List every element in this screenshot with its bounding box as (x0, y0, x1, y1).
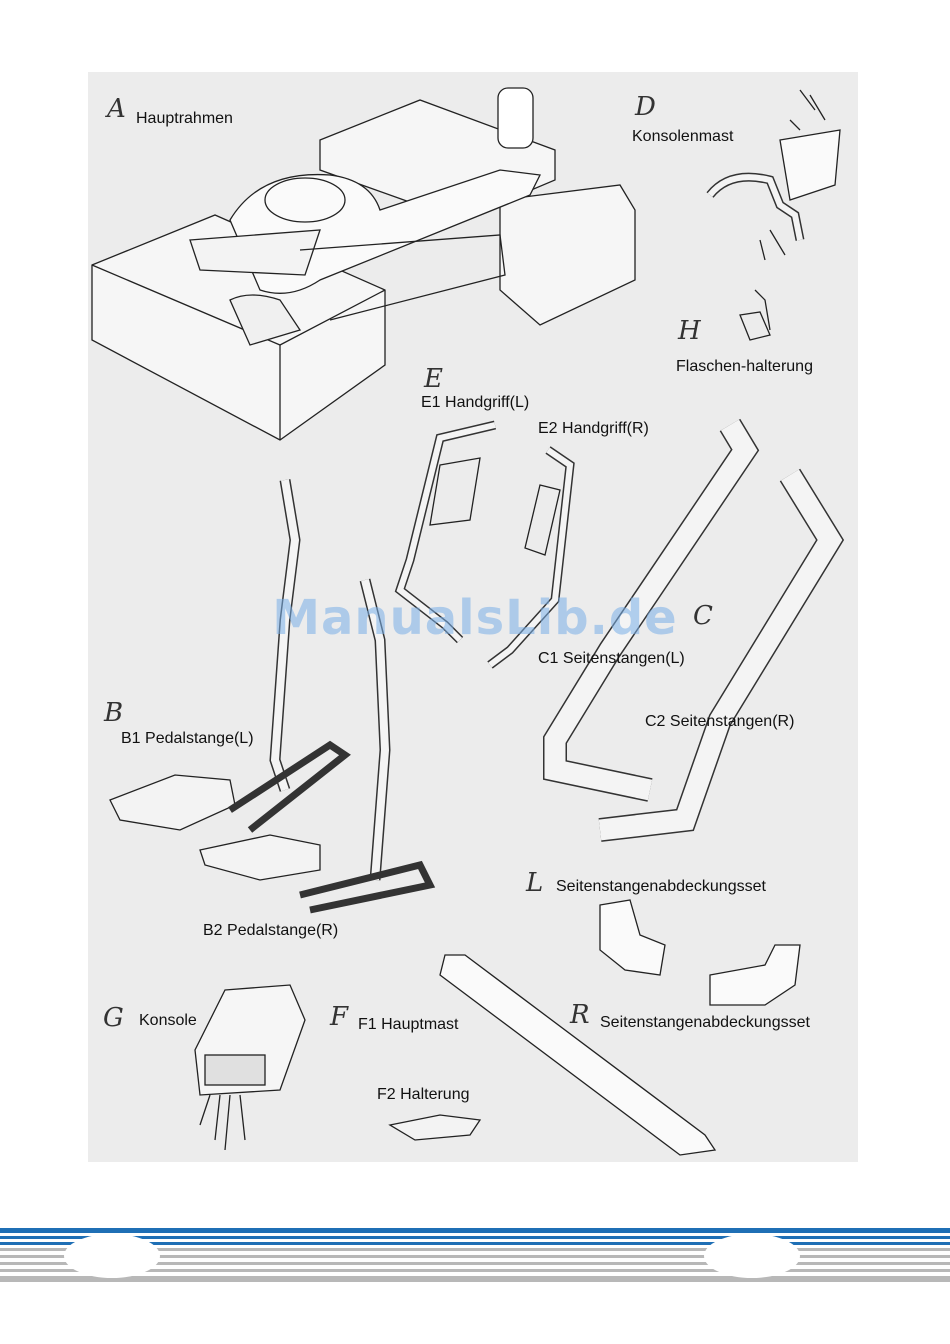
label-seitenstangenabdeckungsset-l: Seitenstangenabdeckungsset (556, 878, 766, 896)
label-b1-pedalstange: B1 Pedalstange(L) (121, 730, 254, 748)
label-f2-halterung: F2 Halterung (377, 1086, 470, 1104)
part-letter-d: D (635, 92, 656, 122)
part-letter-f: F (330, 1002, 348, 1032)
console-mast-drawing (710, 90, 840, 260)
part-letter-e: E (424, 364, 443, 394)
footer-stripe (0, 1228, 950, 1233)
part-letter-b: B (104, 698, 123, 728)
label-c1-seitenstangen: C1 Seitenstangen(L) (538, 650, 685, 668)
console-drawing (195, 985, 305, 1150)
label-hauptrahmen: Hauptrahmen (136, 110, 233, 128)
part-letter-g: G (103, 1003, 124, 1033)
footer-stripe (0, 1236, 950, 1239)
label-e2-handgriff: E2 Handgriff(R) (538, 420, 649, 438)
pedal-bar-drawings (110, 480, 430, 910)
bottle-holder-drawing (740, 290, 770, 340)
main-frame-drawing (92, 88, 635, 440)
label-e1-handgriff: E1 Handgriff(L) (421, 394, 529, 412)
watermark: ManualsLib.de (0, 590, 950, 646)
part-letter-l: L (526, 868, 543, 898)
label-konsolenmast: Konsolenmast (632, 128, 733, 146)
part-letter-a: A (107, 94, 126, 124)
label-f1-hauptmast: F1 Hauptmast (358, 1016, 458, 1034)
footer-stripes (0, 1228, 950, 1284)
part-letter-r: R (570, 1000, 590, 1030)
label-flaschen-halterung: Flaschen-halterung (676, 358, 813, 376)
label-c2-seitenstangen: C2 Seitenstangen(R) (645, 713, 794, 731)
footer-stripe (0, 1276, 950, 1282)
part-letter-h: H (678, 316, 701, 346)
label-b2-pedalstange: B2 Pedalstange(R) (203, 922, 338, 940)
main-mast-drawing (390, 955, 715, 1155)
label-seitenstangenabdeckungsset-r: Seitenstangenabdeckungsset (600, 1014, 810, 1032)
label-konsole: Konsole (139, 1012, 197, 1030)
cover-set-l-drawing (600, 900, 800, 1005)
